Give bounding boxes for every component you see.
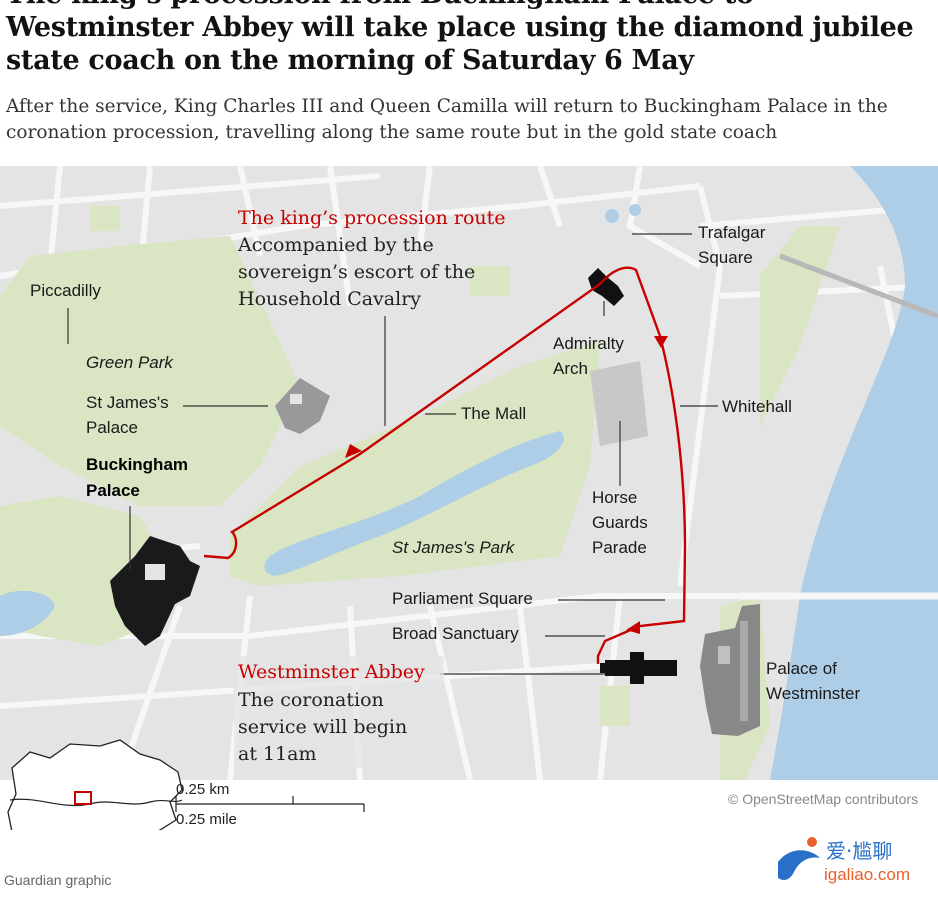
route-annotation-line2: sovereign’s escort of the — [238, 261, 475, 283]
abbey-annotation-line3: at 11am — [238, 743, 317, 765]
horse-guards-parade-area — [590, 361, 648, 446]
label-trafalgar-1: Trafalgar — [698, 223, 766, 242]
site-watermark: 爱·尴聊 igaliao.com — [778, 837, 910, 884]
river-thames — [770, 166, 938, 780]
label-st-james-palace-2: Palace — [86, 418, 138, 437]
route-arrow-mall — [345, 444, 362, 458]
label-horse-guards-1: Horse — [592, 488, 637, 507]
palace-of-westminster-building — [700, 604, 760, 736]
st-james-palace-building — [275, 378, 330, 434]
map-footer: 0.25 km 0.25 mile — [0, 739, 938, 900]
route-map: Piccadilly Green Park St James's Palace … — [0, 166, 938, 780]
st-james-park-lake — [264, 431, 564, 576]
trafalgar-fountain-2 — [629, 204, 641, 216]
route-arrow-whitehall — [654, 336, 668, 348]
route-annotation-title: The king’s procession route — [238, 207, 506, 229]
hungerford-bridge — [779, 253, 938, 319]
label-palace-westminster-1: Palace of — [766, 659, 837, 678]
green-patch-2 — [600, 686, 630, 726]
embankment-gardens — [760, 226, 840, 426]
scale-mile-label: 0.25 mile — [176, 811, 237, 828]
watermark-line1: 爱·尴聊 — [826, 839, 892, 863]
label-st-james-park: St James's Park — [392, 538, 516, 557]
abbey-annotation: Westminster Abbey The coronation service… — [234, 656, 444, 768]
label-horse-guards-3: Parade — [592, 538, 647, 557]
locator-highlight-box — [74, 791, 92, 805]
locator-thames — [9, 798, 183, 807]
label-admiralty-2: Arch — [553, 359, 588, 378]
buckingham-palace-building — [110, 536, 200, 646]
scale-km-label: 0.25 km — [176, 781, 229, 798]
label-the-mall: The Mall — [461, 404, 526, 423]
label-piccadilly: Piccadilly — [30, 281, 101, 300]
label-buckingham-1: Buckingham — [86, 455, 188, 474]
westminster-abbey-building — [600, 652, 677, 684]
label-buckingham-2: Palace — [86, 481, 140, 500]
route-annotation-line1: Accompanied by the — [237, 234, 434, 256]
palace-lake — [0, 590, 55, 636]
label-whitehall: Whitehall — [722, 397, 792, 416]
label-parliament-square: Parliament Square — [392, 589, 533, 608]
standfirst: After the service, King Charles III and … — [6, 96, 888, 143]
route-annotation: The king’s procession route Accompanied … — [237, 207, 506, 310]
locator-and-scale: 0.25 km 0.25 mile — [7, 739, 365, 830]
label-broad-sanctuary: Broad Sanctuary — [392, 624, 519, 643]
osm-attribution: © OpenStreetMap contributors — [728, 791, 919, 807]
label-admiralty-1: Admiralty — [553, 334, 624, 353]
route-annotation-line3: Household Cavalry — [238, 288, 421, 310]
leader-lines — [67, 233, 718, 675]
abbey-annotation-line1: The coronation — [238, 689, 384, 711]
watermark-line2: igaliao.com — [824, 865, 910, 884]
green-patch-1 — [470, 266, 510, 296]
route-line — [203, 266, 687, 664]
headline: The king’s procession from Buckingham Pa… — [6, 0, 914, 76]
label-st-james-palace-1: St James's — [86, 393, 169, 412]
st-james-park — [230, 341, 600, 586]
label-green-park: Green Park — [86, 353, 174, 372]
abbey-annotation-title: Westminster Abbey — [238, 661, 425, 683]
procession-route — [203, 266, 687, 664]
label-horse-guards-2: Guards — [592, 513, 648, 532]
label-palace-westminster-2: Westminster — [766, 684, 860, 703]
watermark-logo-icon — [778, 850, 820, 880]
trafalgar-fountain-1 — [605, 209, 619, 223]
green-patch-3 — [90, 206, 120, 231]
scale-bar — [175, 796, 365, 812]
abbey-annotation-line2: service will begin — [238, 716, 407, 738]
admiralty-arch-building — [588, 268, 624, 306]
graphic-credit: Guardian graphic — [4, 872, 112, 888]
route-arrow-parliament — [626, 621, 640, 634]
green-park — [0, 236, 300, 506]
london-locator-outline — [7, 739, 183, 830]
label-trafalgar-2: Square — [698, 248, 753, 267]
